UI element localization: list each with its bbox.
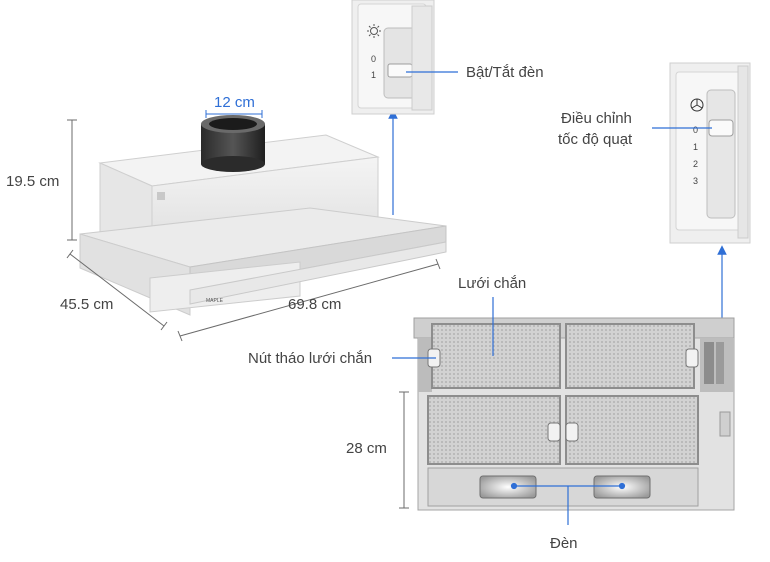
grease-filter-top-left (431, 323, 561, 389)
depth-label: 45.5 cm (60, 296, 114, 313)
light-bulb-icon (367, 24, 381, 38)
lamp-left (479, 475, 537, 499)
height-label: 19.5 cm (6, 173, 60, 190)
filter-clip (547, 422, 561, 442)
fan-switch-panel (669, 62, 751, 244)
width-label: 69.8 cm (288, 296, 342, 313)
dimension-lines (66, 110, 441, 342)
filter-clip (565, 422, 579, 442)
fan-position-0: 0 (693, 125, 698, 135)
grease-filter-top-right (565, 323, 695, 389)
filter-release-label: Nút tháo lưới chắn (248, 350, 373, 367)
duct-diameter-label: 12 cm (214, 94, 255, 111)
light-switch-label: Bật/Tắt đèn (466, 64, 544, 81)
fan-position-3: 3 (693, 176, 698, 186)
grease-filter-label: Lưới chắn (458, 275, 527, 292)
fan-speed-label-line2: tốc độ quạt (558, 131, 633, 148)
brand-mark: MAPLE (206, 298, 224, 304)
height-28-dimension (399, 391, 409, 509)
fan-speed-label-line1: Điều chỉnh (561, 110, 632, 127)
range-hood-isometric (79, 134, 447, 316)
lamp-label: Đèn (550, 535, 578, 552)
light-switch-panel (351, 0, 435, 115)
front-height-label: 28 cm (346, 440, 387, 457)
fan-icon (690, 98, 704, 112)
filter-clip (685, 348, 699, 368)
grease-filter-bottom-left (427, 395, 561, 465)
front-view (413, 317, 735, 511)
fan-position-2: 2 (693, 159, 698, 169)
exhaust-duct (201, 115, 265, 172)
light-switch-position-1: 1 (371, 70, 376, 80)
light-switch-position-0: 0 (371, 54, 376, 64)
grease-filter-bottom-right (565, 395, 699, 465)
fan-position-1: 1 (693, 142, 698, 152)
